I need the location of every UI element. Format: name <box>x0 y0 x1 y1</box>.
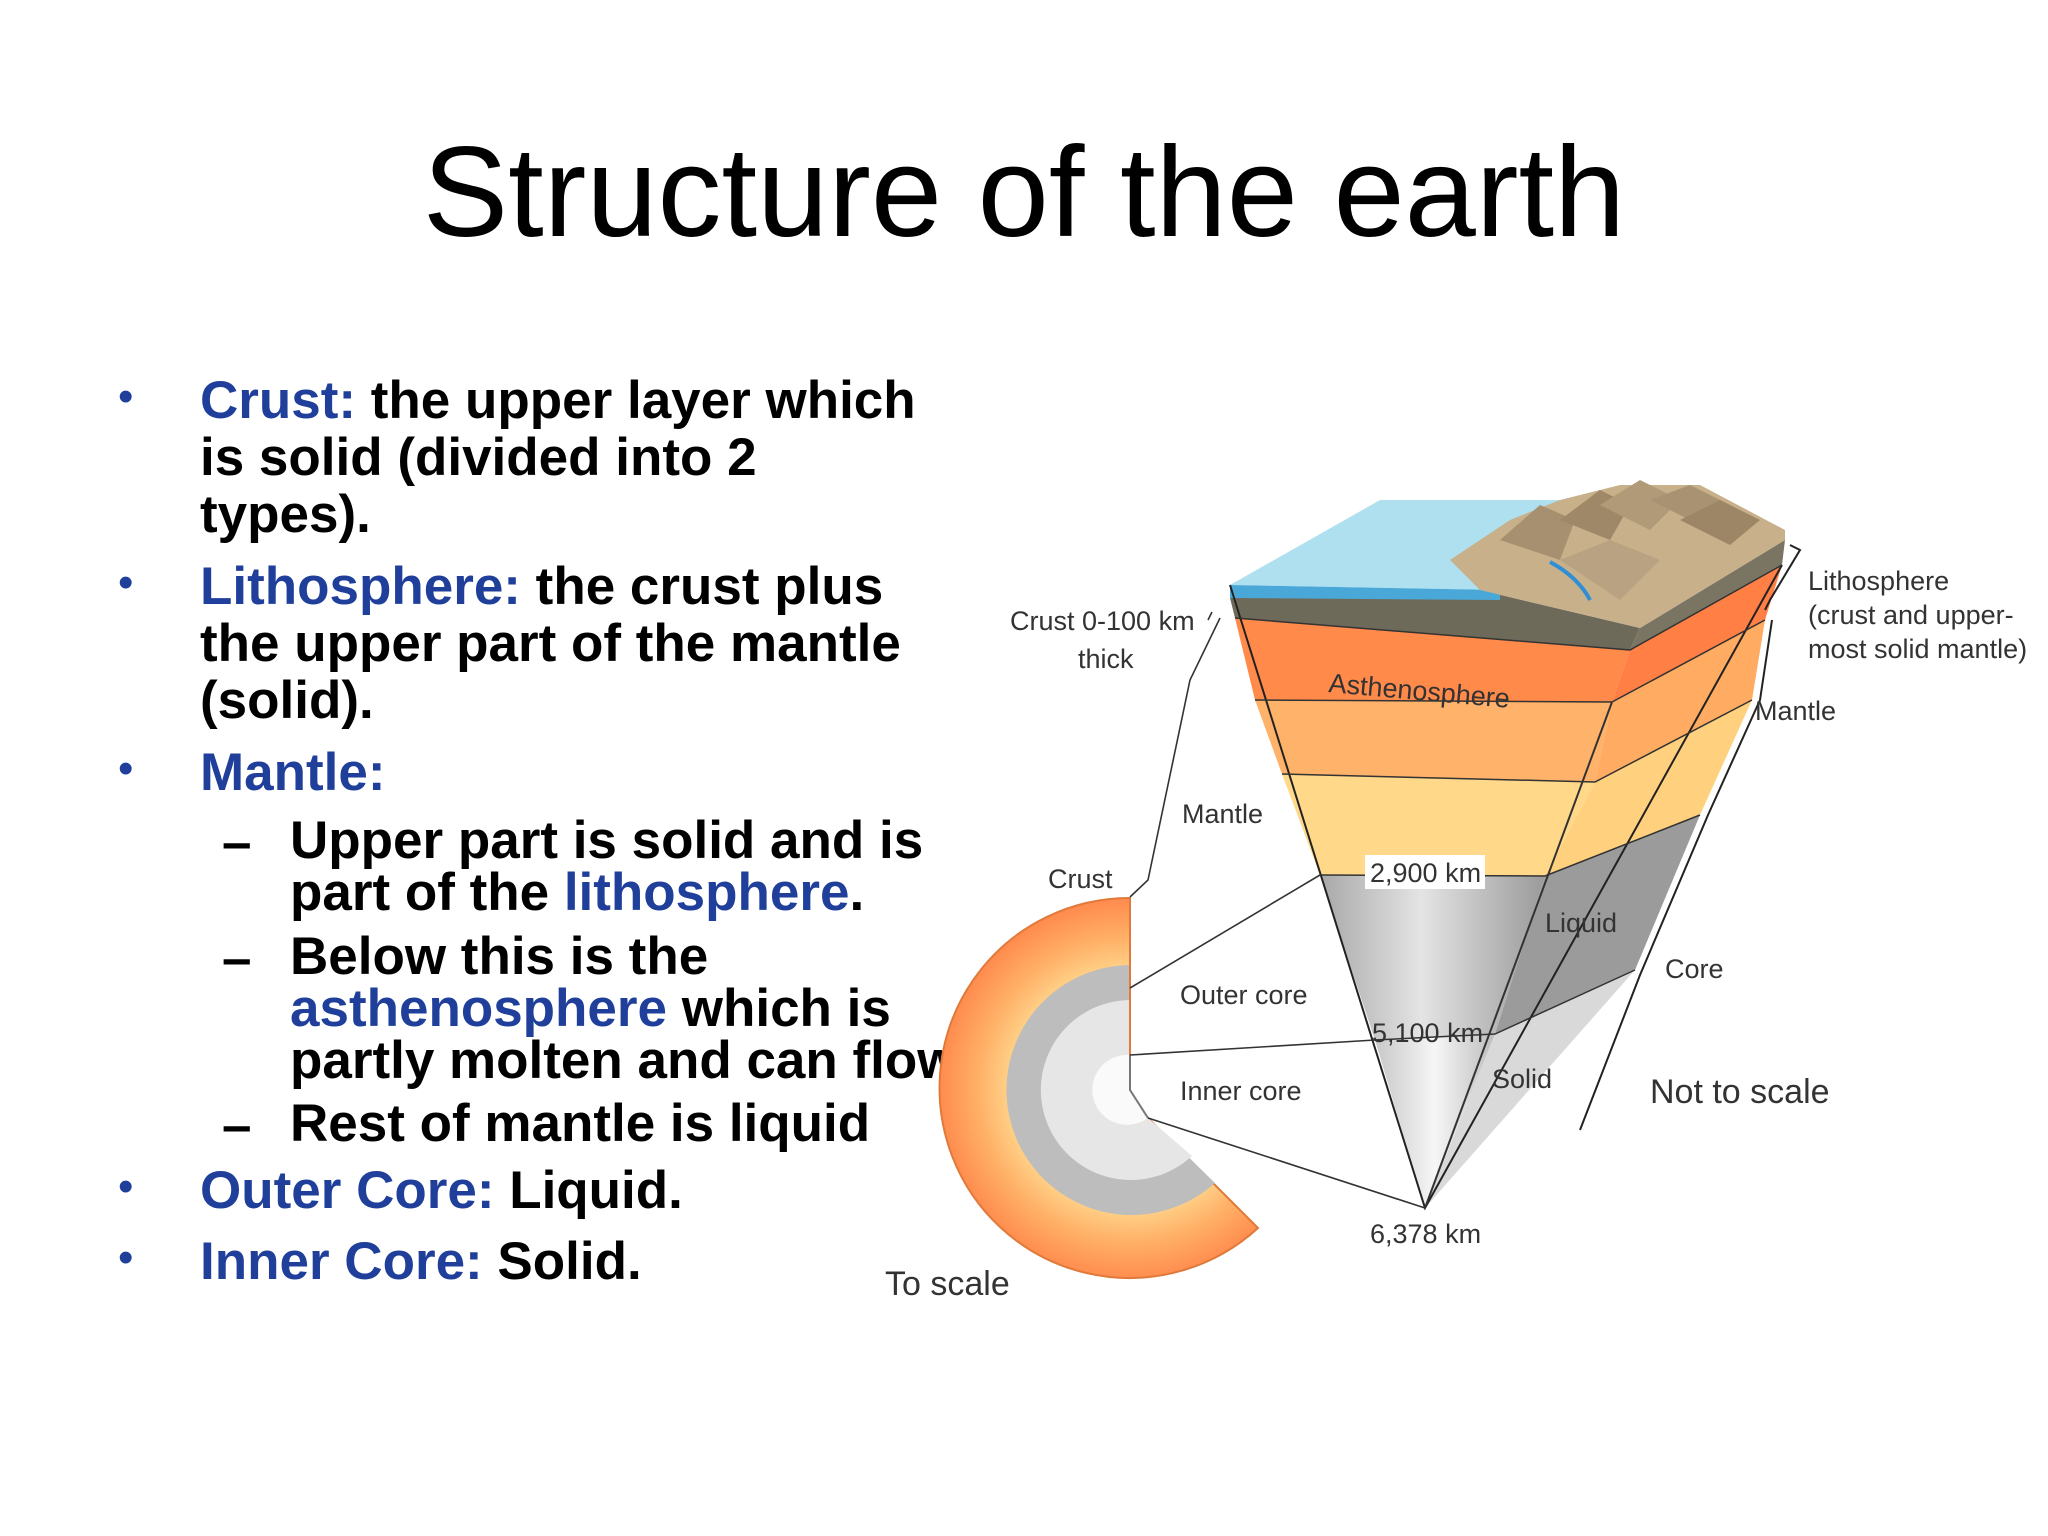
bullet-dot-icon: • <box>118 744 134 793</box>
sub-below-line-3: partly molten and can flow. <box>290 1031 972 1090</box>
term-mantle: Mantle: <box>200 743 386 802</box>
asthenosphere-band <box>1235 618 1630 702</box>
bullet-dot-icon: • <box>118 372 134 421</box>
bullet-dot-icon: • <box>118 558 134 607</box>
sub-below-post: which is <box>667 979 891 1038</box>
bullet-dot-icon: • <box>118 1233 134 1282</box>
term-inner-core: Inner Core: <box>200 1232 483 1291</box>
lithosphere-line-3: (solid). <box>200 671 374 730</box>
bullet-crust: Crust: the upper layer which <box>200 372 916 429</box>
label-liquid: Liquid <box>1545 908 1617 938</box>
mantle-lower-band <box>1282 774 1595 876</box>
sub-rest: Rest of mantle is liquid <box>290 1094 871 1153</box>
slide-title: Structure of the earth <box>422 121 1626 264</box>
label-6378-km: 6,378 km <box>1370 1219 1481 1249</box>
bullet-lithosphere: Lithosphere: the crust plus <box>200 558 883 615</box>
bullet-outer-core: Outer Core: Liquid. <box>200 1162 683 1219</box>
label-crust-thickness-2: thick <box>1078 644 1134 674</box>
label-lithosphere-3: most solid mantle) <box>1808 634 2027 664</box>
sub-below-line-1: Below this is the <box>290 927 709 986</box>
bullet-inner-core: Inner Core: Solid. <box>200 1233 642 1290</box>
outer-core-text: Liquid. <box>494 1161 683 1220</box>
connector-lines <box>1129 611 1426 1209</box>
sub-below-line-2: asthenosphere which is <box>290 980 891 1037</box>
label-lithosphere-2: (crust and upper- <box>1808 600 2014 630</box>
label-inner-core: Inner core <box>1180 1076 1302 1106</box>
bullet-dot-icon: • <box>118 1162 134 1211</box>
sub-bullet-dash: – <box>222 1096 252 1155</box>
crust-line-2: is solid (divided into 2 <box>200 428 757 487</box>
sub-upper-line-1: Upper part is solid and is <box>290 811 924 870</box>
label-core: Core <box>1665 954 1724 984</box>
lithosphere-line-2: the upper part of the mantle <box>200 614 901 673</box>
label-2900-km: 2,900 km <box>1370 858 1481 888</box>
label-to-scale: To scale <box>885 1265 1010 1303</box>
crust-line-1: the upper layer which <box>356 371 916 430</box>
bullet-mantle: Mantle: <box>200 744 386 801</box>
label-not-to-scale: Not to scale <box>1650 1073 1830 1111</box>
crust-line-3: types). <box>200 485 371 544</box>
sub-bullet-dash: – <box>222 813 252 872</box>
label-outer-core: Outer core <box>1180 980 1308 1010</box>
label-solid: Solid <box>1492 1064 1552 1094</box>
term-asthenosphere-inline: asthenosphere <box>290 979 668 1038</box>
inner-core-text: Solid. <box>482 1232 642 1291</box>
sub-upper-line-2: part of the lithosphere. <box>290 864 864 921</box>
term-lithosphere-inline: lithosphere <box>563 863 850 922</box>
label-lithosphere-1: Lithosphere <box>1808 566 1949 596</box>
label-5100-km: 5,100 km <box>1372 1018 1483 1048</box>
sub-upper-post: . <box>849 863 865 922</box>
label-mantle-left: Mantle <box>1182 799 1263 829</box>
bullet-list: • Crust: the upper layer which is solid … <box>0 0 1000 1400</box>
sub-upper-pre: part of the <box>290 863 564 922</box>
term-crust: Crust: <box>200 371 357 430</box>
label-crust: Crust <box>1048 864 1113 894</box>
inner-core-front <box>1375 1034 1495 1208</box>
mantle-upper-band <box>1255 700 1612 782</box>
label-crust-thickness: Crust 0-100 km <box>1010 606 1195 636</box>
outer-core-front <box>1320 875 1545 1040</box>
sub-bullet-dash: – <box>222 929 252 988</box>
wedge-cutaway <box>1229 480 1802 1211</box>
lithosphere-line-1: the crust plus <box>520 557 884 616</box>
label-mantle-right: Mantle <box>1755 696 1836 726</box>
term-outer-core: Outer Core: <box>200 1161 495 1220</box>
term-lithosphere: Lithosphere: <box>200 557 521 616</box>
to-scale-section <box>938 896 1260 1279</box>
